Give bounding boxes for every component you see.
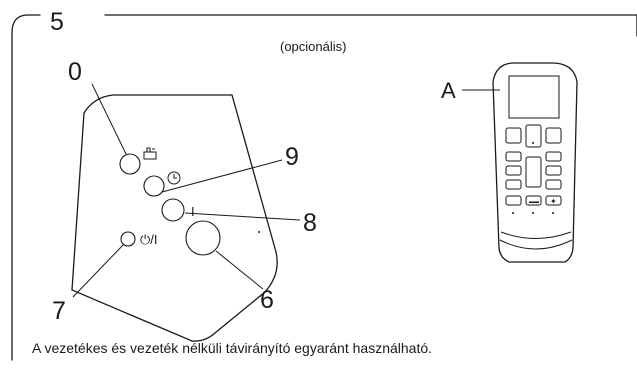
callout-line-6 [215, 250, 264, 290]
remote-btn[interactable] [545, 151, 562, 162]
remote-btn[interactable] [525, 124, 542, 148]
remote-btn[interactable] [545, 165, 562, 176]
remote-btn[interactable] [545, 127, 562, 144]
frame-border [11, 14, 637, 361]
callout-0: 0 [68, 58, 82, 86]
panel-dot [258, 231, 260, 233]
optional-note: (opcionális) [280, 39, 346, 54]
thermometer-sensor-icon [143, 147, 157, 160]
callout-line-8 [184, 212, 301, 221]
on-button-symbol: I [191, 204, 195, 219]
timer-clock-icon [167, 171, 181, 185]
callout-6: 6 [260, 286, 274, 314]
callout-9: 9 [285, 143, 299, 171]
remote-btn[interactable] [505, 165, 522, 176]
caption: A vezetékes és vezeték nélküli távirányí… [32, 340, 432, 356]
on-off-button-small[interactable] [120, 231, 136, 247]
remote-btn[interactable] [505, 179, 522, 190]
callout-7: 7 [52, 297, 66, 325]
power-icon: ⏻/I [140, 232, 158, 247]
sensor-button[interactable] [119, 153, 141, 175]
section-number: 5 [50, 8, 64, 36]
remote-btn[interactable] [525, 156, 542, 188]
remote-btn[interactable] [505, 127, 522, 144]
on-button[interactable] [161, 198, 185, 222]
callout-line-9 [161, 159, 283, 193]
remote-btn[interactable] [545, 179, 562, 190]
main-button-large[interactable] [185, 220, 221, 256]
remote-dot [532, 212, 534, 214]
remote-dot [552, 212, 554, 214]
remote-btn[interactable] [525, 195, 542, 206]
callout-line-0 [91, 83, 127, 155]
remote-btn[interactable] [505, 195, 522, 206]
remote-mini-label-right: ✦ [550, 197, 557, 206]
remote-label: A [441, 78, 456, 103]
timer-button[interactable] [143, 175, 165, 197]
remote-btn[interactable] [545, 195, 562, 206]
callout-line-7 [72, 243, 125, 298]
callout-8: 8 [303, 209, 317, 237]
remote-dot [512, 212, 514, 214]
remote-control: ▬▬ ✦ [492, 62, 578, 263]
remote-btn[interactable] [505, 151, 522, 162]
remote-mini-label-left: ▬▬ [529, 199, 539, 205]
remote-display [508, 75, 560, 119]
remote-dot [532, 142, 534, 144]
